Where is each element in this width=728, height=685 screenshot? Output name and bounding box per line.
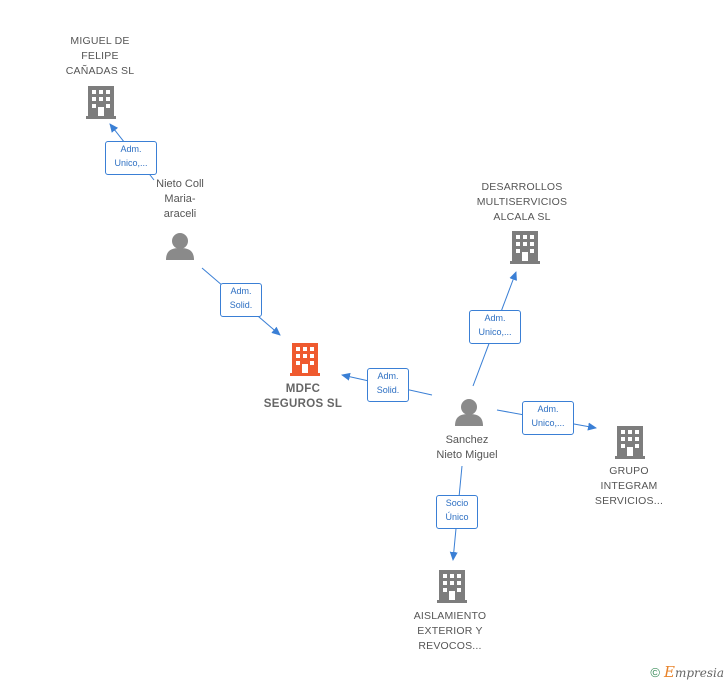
footer-brand: © Empresia — [650, 663, 724, 681]
edge-label-sanchez-to-grupo[interactable]: Adm. Unico,... — [522, 401, 574, 435]
node-label-aislamiento[interactable]: AISLAMIENTO EXTERIOR Y REVOCOS... — [413, 610, 487, 652]
brand-rest: mpresia — [674, 666, 724, 680]
brand-initial: E — [663, 663, 675, 681]
building-icon[interactable] — [437, 570, 467, 603]
building-icon[interactable] — [510, 231, 540, 264]
node-label-sanchez[interactable]: Sanchez Nieto Miguel — [436, 434, 498, 461]
edge-label-sanchez-to-aislamiento[interactable]: Socio Único — [436, 495, 478, 529]
edge-label-sanchez-to-mdfc[interactable]: Adm. Solid. — [367, 368, 409, 402]
building-icon[interactable] — [615, 426, 645, 459]
node-label-grupo-integram[interactable]: GRUPO INTEGRAM SERVICIOS... — [594, 465, 664, 507]
person-icon[interactable] — [455, 399, 483, 426]
edge-label-nieto-to-mdfc[interactable]: Adm. Solid. — [220, 283, 262, 317]
edge-label-nieto-to-miguel[interactable]: Adm. Unico,... — [105, 141, 157, 175]
building-icon[interactable] — [86, 86, 116, 119]
building-icon[interactable] — [290, 343, 320, 376]
node-label-miguel-de-felipe[interactable]: MIGUEL DE FELIPE CAÑADAS SL — [65, 35, 135, 77]
copyright-icon: © — [650, 664, 660, 680]
node-label-desarrollos[interactable]: DESARROLLOS MULTISERVICIOS ALCALA SL — [476, 181, 568, 223]
node-label-mdfc[interactable]: MDFC SEGUROS SL — [263, 383, 343, 410]
edge-label-sanchez-to-desarrollos[interactable]: Adm. Unico,... — [469, 310, 521, 344]
node-label-nieto-coll[interactable]: Nieto Coll Maria- araceli — [156, 178, 204, 220]
brand-logo[interactable]: Empresia — [664, 663, 724, 681]
person-icon[interactable] — [166, 233, 194, 260]
